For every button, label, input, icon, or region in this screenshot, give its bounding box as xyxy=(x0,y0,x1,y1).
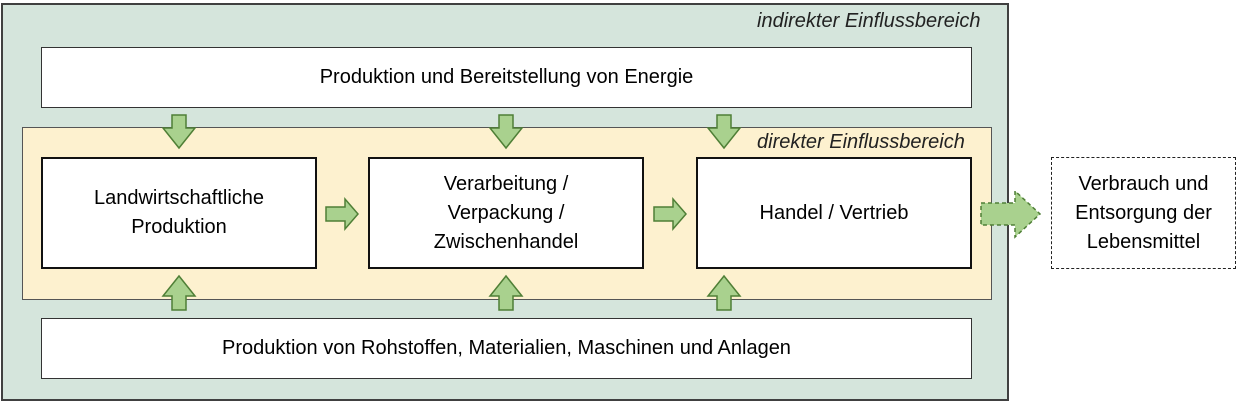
down-arrow-3 xyxy=(706,114,742,150)
right-arrow-1 xyxy=(325,196,359,232)
consumption-disposal-box: Verbrauch und Entsorgung der Lebensmitte… xyxy=(1051,157,1236,269)
up-arrow-1 xyxy=(161,274,197,311)
stage-agricultural-production: Landwirtschaftliche Produktion xyxy=(41,157,317,269)
down-arrow-2 xyxy=(488,114,524,150)
stage-retail-distribution: Handel / Vertrieb xyxy=(696,157,972,269)
direct-area-label: direkter Einflussbereich xyxy=(757,131,965,153)
energy-production-box: Produktion und Bereitstellung von Energi… xyxy=(41,47,972,108)
right-arrow-external xyxy=(980,189,1042,239)
right-arrow-2 xyxy=(653,196,687,232)
raw-materials-production-box: Produktion von Rohstoffen, Materialien, … xyxy=(41,318,972,379)
up-arrow-2 xyxy=(488,274,524,311)
indirect-area-label: indirekter Einflussbereich xyxy=(757,10,981,32)
up-arrow-3 xyxy=(706,274,742,311)
stage-processing-packaging: Verarbeitung / Verpackung / Zwischenhand… xyxy=(368,157,644,269)
down-arrow-1 xyxy=(161,114,197,150)
